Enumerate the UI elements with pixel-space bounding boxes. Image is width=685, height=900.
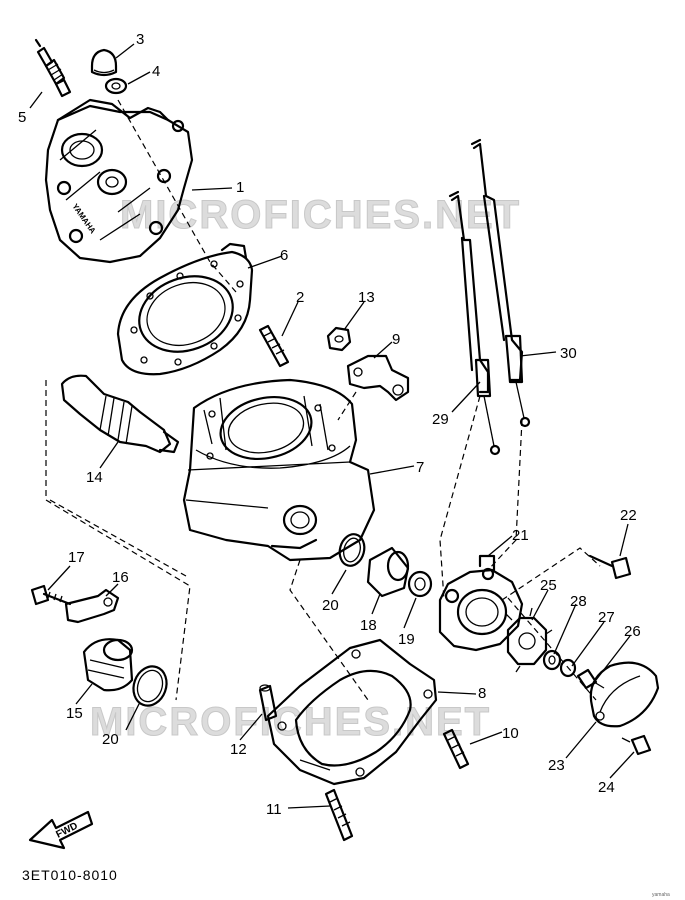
stud-bolt-long [324,788,354,842]
callout-14: 14 [86,469,103,486]
cover-screw [621,734,652,756]
flange-nut [326,326,352,352]
hose-clamp-right [338,533,366,567]
holder-bracket [64,588,120,624]
callout-12: 12 [230,741,247,758]
callout-10: 10 [502,725,519,742]
valve-cable-2 [470,138,531,428]
valve-washer [407,570,433,598]
callout-15: 15 [66,705,83,722]
pulley-housing [438,554,524,652]
callout-2: 2 [296,289,304,306]
callout-30: 30 [560,345,577,362]
callout-13: 13 [358,289,375,306]
callout-8: 8 [478,685,486,702]
callout-20-left: 20 [102,731,119,748]
valve-collar [366,546,410,598]
callout-20-right: 20 [322,597,339,614]
stud-bolt-short [442,728,470,770]
callout-25: 25 [540,577,557,594]
washer [104,77,128,95]
cap-nut [90,48,118,77]
callout-22: 22 [620,507,637,524]
hose-clamp-left [132,665,168,707]
callout-5: 5 [18,109,26,126]
callout-26: 26 [624,623,641,640]
callout-24: 24 [598,779,615,796]
callout-17: 17 [68,549,85,566]
head-gasket [116,242,254,376]
callout-27: 27 [598,609,615,626]
watermark-bottom: MICROFICHES.NET [90,700,491,744]
callout-19: 19 [398,631,415,648]
rubber-joint [82,638,134,692]
pulley-bolt [576,668,605,690]
callout-11: 11 [266,801,282,818]
callout-29: 29 [432,411,449,428]
callout-9: 9 [392,331,400,348]
hex-bolt [30,584,72,606]
housing-screw [588,554,632,580]
fwd-arrow: FWD [28,810,94,850]
pulley-cover [589,661,660,728]
callout-21: 21 [512,527,529,544]
callouts: 3 4 5 1 6 2 13 9 7 14 17 16 15 20 20 18 … [18,31,641,818]
spark-plug [34,38,72,98]
spring-washer [559,658,577,678]
valve-actuator [60,374,180,454]
callout-7: 7 [416,459,424,476]
callout-18: 18 [360,617,377,634]
corner-mark: yamaha [652,892,670,898]
dowel-pin [258,684,278,722]
plain-washer [542,649,562,671]
callout-3: 3 [136,31,144,48]
callout-28: 28 [570,593,587,610]
base-gasket [266,638,438,786]
callout-4: 4 [152,63,160,80]
cylinder-head: YAMAHA [44,98,194,264]
stud-bolt [258,324,290,368]
callout-6: 6 [280,247,288,264]
valve-pulley [505,607,553,673]
cable-bracket [346,354,410,402]
cylinder-block [182,378,376,562]
diagram-code: 3ET010-8010 [22,867,118,883]
callout-1: 1 [236,179,244,196]
callout-23: 23 [548,757,565,774]
assembly-lines [45,99,601,701]
leader-lines [29,43,635,809]
callout-16: 16 [112,569,129,586]
